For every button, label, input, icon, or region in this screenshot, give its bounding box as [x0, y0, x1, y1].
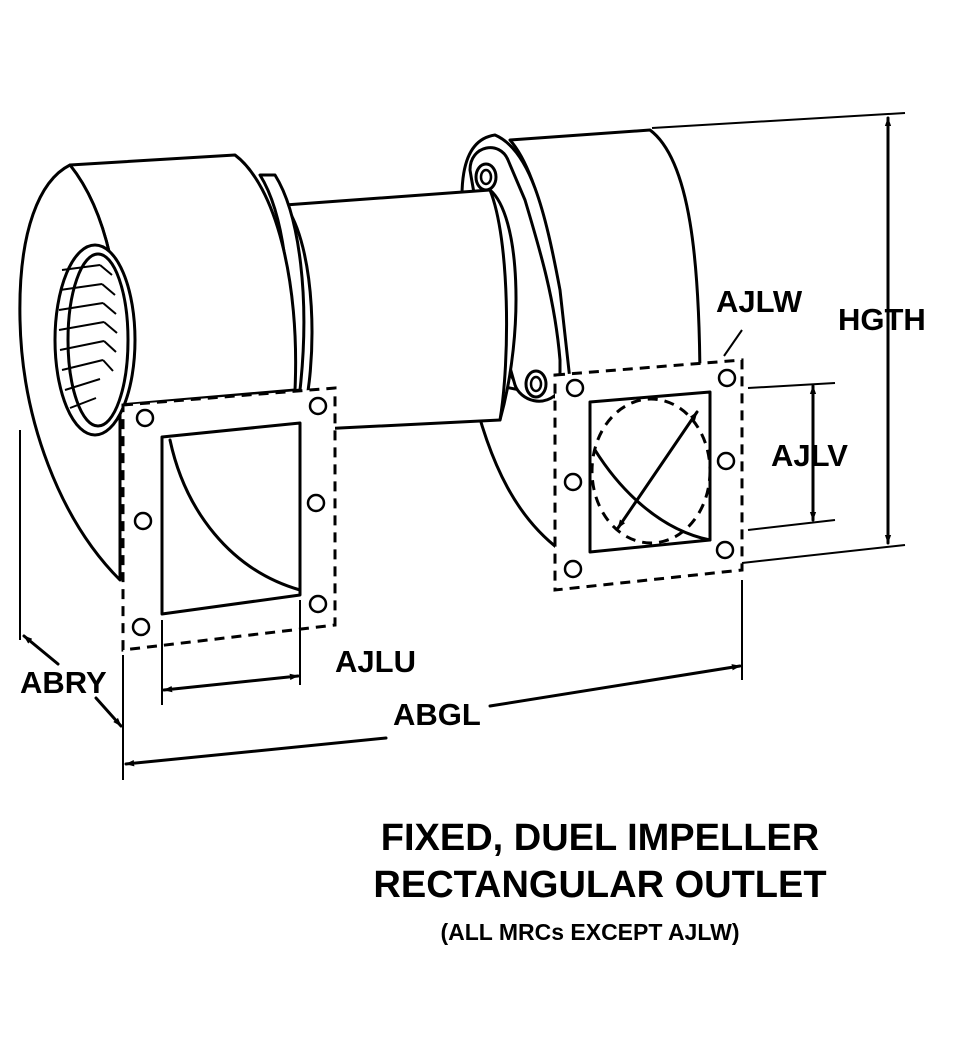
- hgth-label: HGTH: [838, 302, 926, 337]
- left-blower-housing: [18, 153, 306, 582]
- ajlv-dimension: [747, 382, 836, 531]
- right-outlet-flange: [553, 358, 744, 592]
- ajlw-leader: [723, 329, 743, 357]
- abry-dimension: [19, 430, 123, 728]
- motor-body: [283, 188, 518, 432]
- left-outlet-flange: [121, 386, 337, 652]
- ajlu-dimension: [161, 600, 301, 705]
- caption-note: (ALL MRCs EXCEPT AJLW): [440, 919, 740, 945]
- caption-title-line-2: RECTANGULAR OUTLET: [373, 864, 827, 906]
- abry-label: ABRY: [20, 665, 107, 700]
- ajlv-label: AJLV: [771, 438, 848, 473]
- caption-title-line-1: FIXED, DUEL IMPELLER: [380, 817, 820, 859]
- ajlw-label: AJLW: [716, 284, 803, 319]
- abgl-label: ABGL: [393, 697, 481, 732]
- ajlu-label: AJLU: [335, 644, 416, 679]
- abgl-dimension: [122, 580, 743, 780]
- hgth-dimension: [651, 112, 906, 564]
